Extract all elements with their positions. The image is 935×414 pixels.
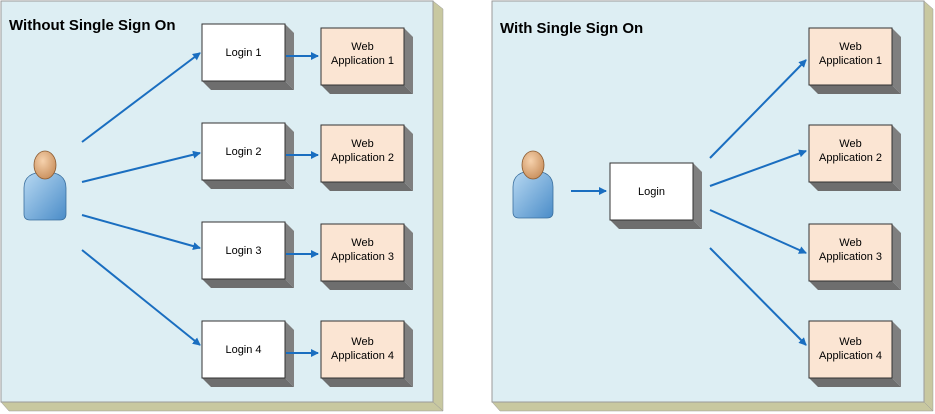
web-app-box-4: Web Application 4 [808,320,901,387]
web-app-1-line1: Web [351,41,373,53]
sso-web-app-3-line2: Application 3 [819,251,882,263]
login-box-1: Login 1 [201,23,294,90]
login-box-4: Login 4 [201,320,294,387]
web-app-3-line2: Application 3 [331,251,394,263]
right-panel-title: With Single Sign On [500,20,643,37]
web-app-box-4: Web Application 4 [320,320,413,387]
web-app-1-line2: Application 1 [331,55,394,67]
arrow-login-app3 [709,209,807,254]
left-panel-title: Without Single Sign On [9,17,176,34]
sso-web-app-4-line2: Application 4 [819,350,882,362]
sso-web-app-3-line1: Web [839,237,861,249]
login-box: Login [609,162,702,229]
login-box-2: Login 2 [201,122,294,189]
web-app-box-3: Web Application 3 [808,223,901,290]
right-panel: With Single Sign On Login Web Applicatio… [491,0,934,412]
sso-web-app-4-line1: Web [839,336,861,348]
sso-web-app-2-line1: Web [839,138,861,150]
web-app-box-2: Web Application 2 [808,124,901,191]
web-app-2-line1: Web [351,138,373,150]
login-label: Login [638,186,665,198]
web-app-box-1: Web Application 1 [808,27,901,94]
arrow-login-app1 [709,59,807,159]
login-2-label: Login 2 [225,146,261,158]
arrow-user-login1 [81,52,201,143]
arrow-login-app4 [709,247,807,346]
web-app-4-line1: Web [351,336,373,348]
arrow-login-app2 [709,149,807,187]
arrow-user-login4 [81,249,201,346]
sso-web-app-1-line1: Web [839,41,861,53]
web-app-box-3: Web Application 3 [320,223,413,290]
user-icon [512,150,554,219]
left-panel: Without Single Sign On Login 1 Login 2 [0,0,444,412]
sso-web-app-1-line2: Application 1 [819,55,882,67]
login-3-label: Login 3 [225,245,261,257]
arrow-user-login2 [81,150,201,183]
login-1-label: Login 1 [225,47,261,59]
web-app-box-2: Web Application 2 [320,124,413,191]
user-icon [23,150,67,221]
web-app-4-line2: Application 4 [331,350,394,362]
login-box-3: Login 3 [201,221,294,288]
login-4-label: Login 4 [225,344,261,356]
web-app-2-line2: Application 2 [331,152,394,164]
sso-web-app-2-line2: Application 2 [819,152,882,164]
web-app-3-line1: Web [351,237,373,249]
web-app-box-1: Web Application 1 [320,27,413,94]
arrow-user-login3 [81,214,201,250]
